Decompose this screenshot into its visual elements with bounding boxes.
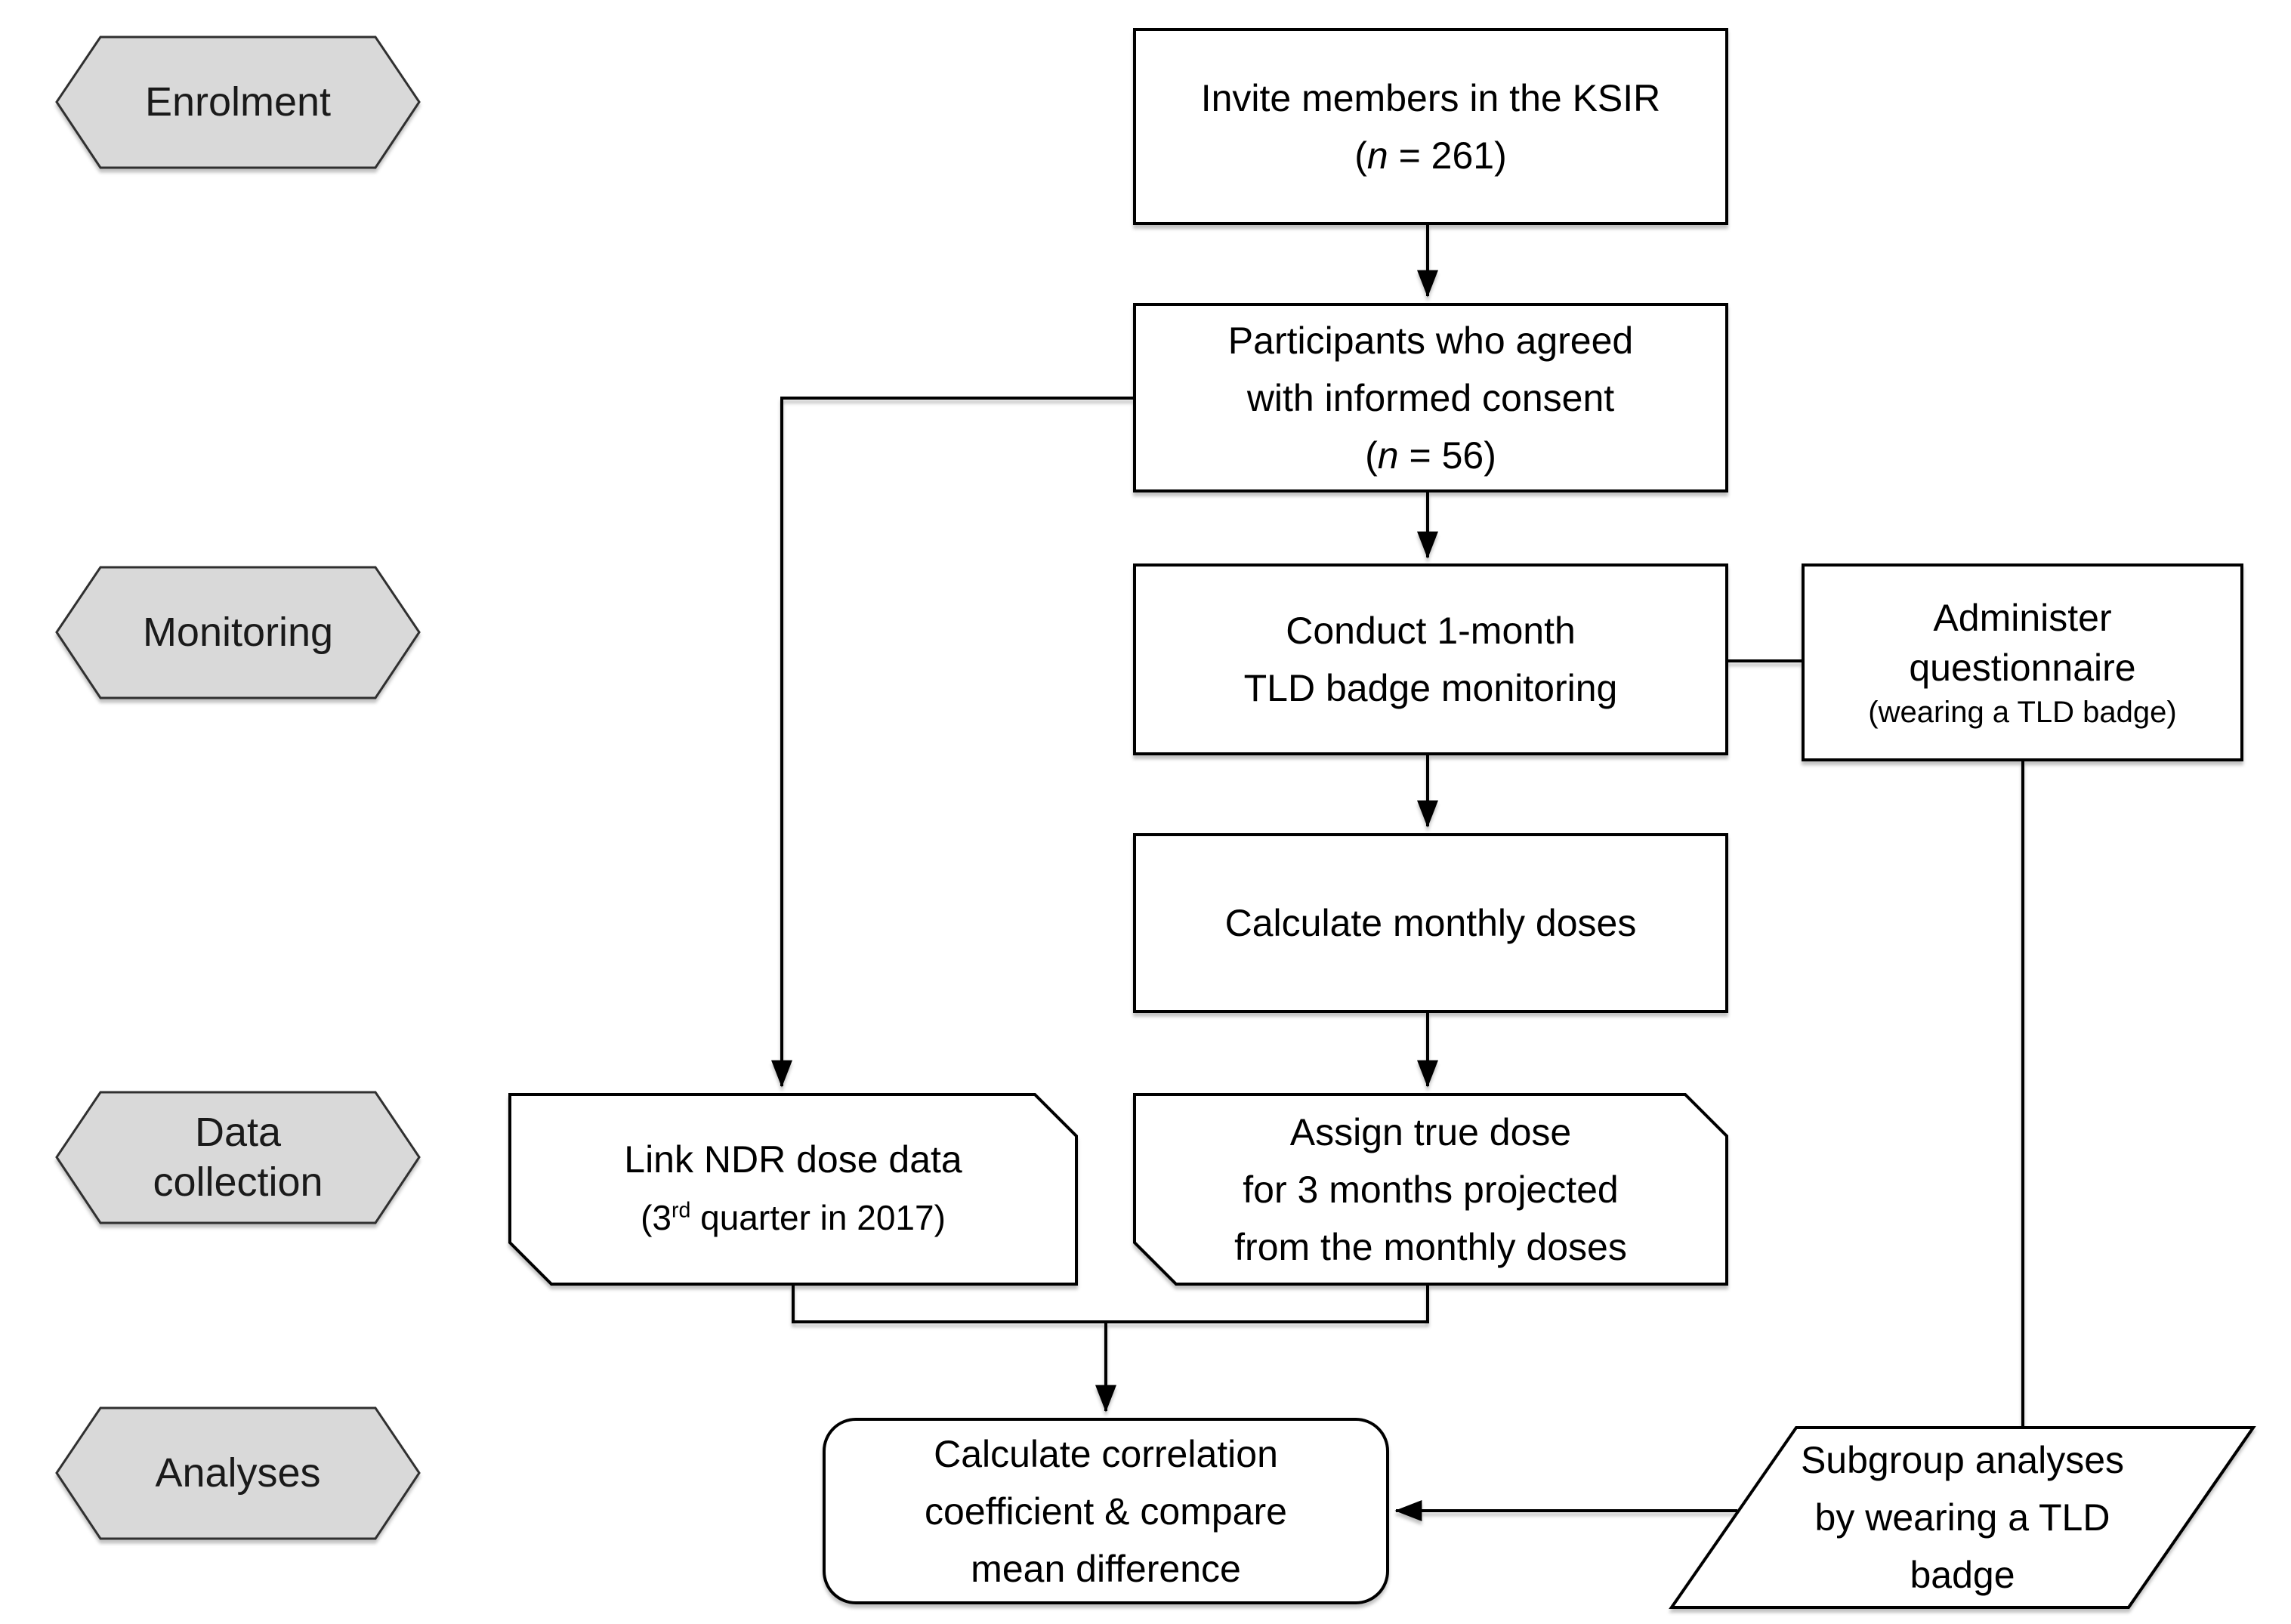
node-line: Calculate monthly doses xyxy=(1224,902,1637,944)
node-line: with informed consent xyxy=(1246,376,1615,419)
node-line: Administer xyxy=(1933,596,2112,639)
stage-label-enrolment: Enrolment xyxy=(57,37,419,168)
administer-node-shape xyxy=(1802,563,2243,761)
node-quarter-line: (3rd quarter in 2017) xyxy=(641,1188,946,1247)
link-ndr-node-label: Link NDR dose data (3rd quarter in 2017) xyxy=(510,1095,1076,1284)
participants-node-label: Participants who agreed with informed co… xyxy=(1135,304,1727,491)
node-line-n: (n = 56) xyxy=(1365,427,1496,484)
stage-label-line: collection xyxy=(153,1159,323,1205)
subgroup-node-label: Subgroup analyses by wearing a TLD badge xyxy=(1672,1428,2253,1607)
n-italic: n xyxy=(1377,434,1399,477)
n-pre: ( xyxy=(1365,434,1378,477)
quarter-sup: rd xyxy=(672,1199,691,1224)
n-post: = 56) xyxy=(1398,434,1496,477)
node-line: for 3 months projected xyxy=(1243,1168,1619,1211)
stage-label-text: Monitoring xyxy=(142,609,334,655)
node-line: Conduct 1-month xyxy=(1286,610,1576,652)
conduct-node-shape xyxy=(1133,563,1728,755)
node-line: Calculate correlation xyxy=(934,1432,1278,1475)
invite-node-label: Invite members in the KSIR (n = 261) xyxy=(1135,29,1727,224)
node-line: questionnaire xyxy=(1909,646,2136,689)
node-line: Participants who agreed xyxy=(1227,319,1634,362)
n-pre: ( xyxy=(1354,134,1367,177)
node-line: Invite members in the KSIR xyxy=(1200,76,1661,119)
quarter-post: quarter in 2017) xyxy=(690,1198,946,1238)
assign-true-node-shape xyxy=(1133,1093,1728,1286)
stage-label-text: Analyses xyxy=(155,1450,321,1496)
stage-label-analyses: Analyses xyxy=(57,1408,419,1539)
node-line-n: (n = 261) xyxy=(1354,127,1507,184)
connector-group xyxy=(771,225,2024,1521)
node-line: mean difference xyxy=(971,1547,1241,1590)
stage-label-line: Data xyxy=(194,1109,282,1155)
invite-node-shape xyxy=(1133,28,1728,225)
node-line: from the monthly doses xyxy=(1234,1225,1627,1268)
calc-monthly-node-shape xyxy=(1133,833,1728,1013)
node-group xyxy=(508,28,2256,1609)
data-collection-stage-shape xyxy=(55,1091,421,1224)
subgroup-node-shape xyxy=(1669,1426,2256,1609)
node-line: Link NDR dose data xyxy=(624,1138,962,1181)
monitoring-stage-shape xyxy=(55,566,421,699)
node-line: coefficient & compare xyxy=(925,1490,1287,1533)
link-ndr-node-shape xyxy=(508,1093,1078,1286)
stage-label-text: Enrolment xyxy=(144,79,332,125)
node-line: by wearing a TLD xyxy=(1814,1496,2110,1539)
quarter-pre: (3 xyxy=(641,1198,672,1238)
node-line: Assign true dose xyxy=(1289,1110,1572,1153)
administer-node-label: Administer questionnaire (wearing a TLD … xyxy=(1803,565,2242,760)
stage-label-monitoring: Monitoring xyxy=(57,567,419,698)
n-italic: n xyxy=(1366,134,1388,177)
calc-corr-node-label: Calculate correlation coefficient & comp… xyxy=(824,1419,1388,1603)
arrow-participants-to-linkndr xyxy=(771,397,1135,1088)
calc-corr-node-shape xyxy=(823,1418,1389,1604)
enrolment-stage-shape xyxy=(55,36,421,169)
stage-label-data-collection: Data collection xyxy=(57,1092,419,1223)
node-line: Subgroup analyses xyxy=(1800,1439,2125,1481)
assign-true-node-label: Assign true dose for 3 months projected … xyxy=(1135,1095,1727,1284)
conduct-node-label: Conduct 1-month TLD badge monitoring xyxy=(1135,565,1727,754)
node-line: badge xyxy=(1910,1554,2015,1596)
stage-group xyxy=(55,36,421,1540)
node-subline: (wearing a TLD badge) xyxy=(1868,695,2177,729)
analyses-stage-shape xyxy=(55,1406,421,1540)
n-post: = 261) xyxy=(1388,134,1507,177)
calc-monthly-node-label: Calculate monthly doses xyxy=(1135,835,1727,1011)
node-line: TLD badge monitoring xyxy=(1243,667,1618,709)
participants-node-shape xyxy=(1133,303,1728,492)
